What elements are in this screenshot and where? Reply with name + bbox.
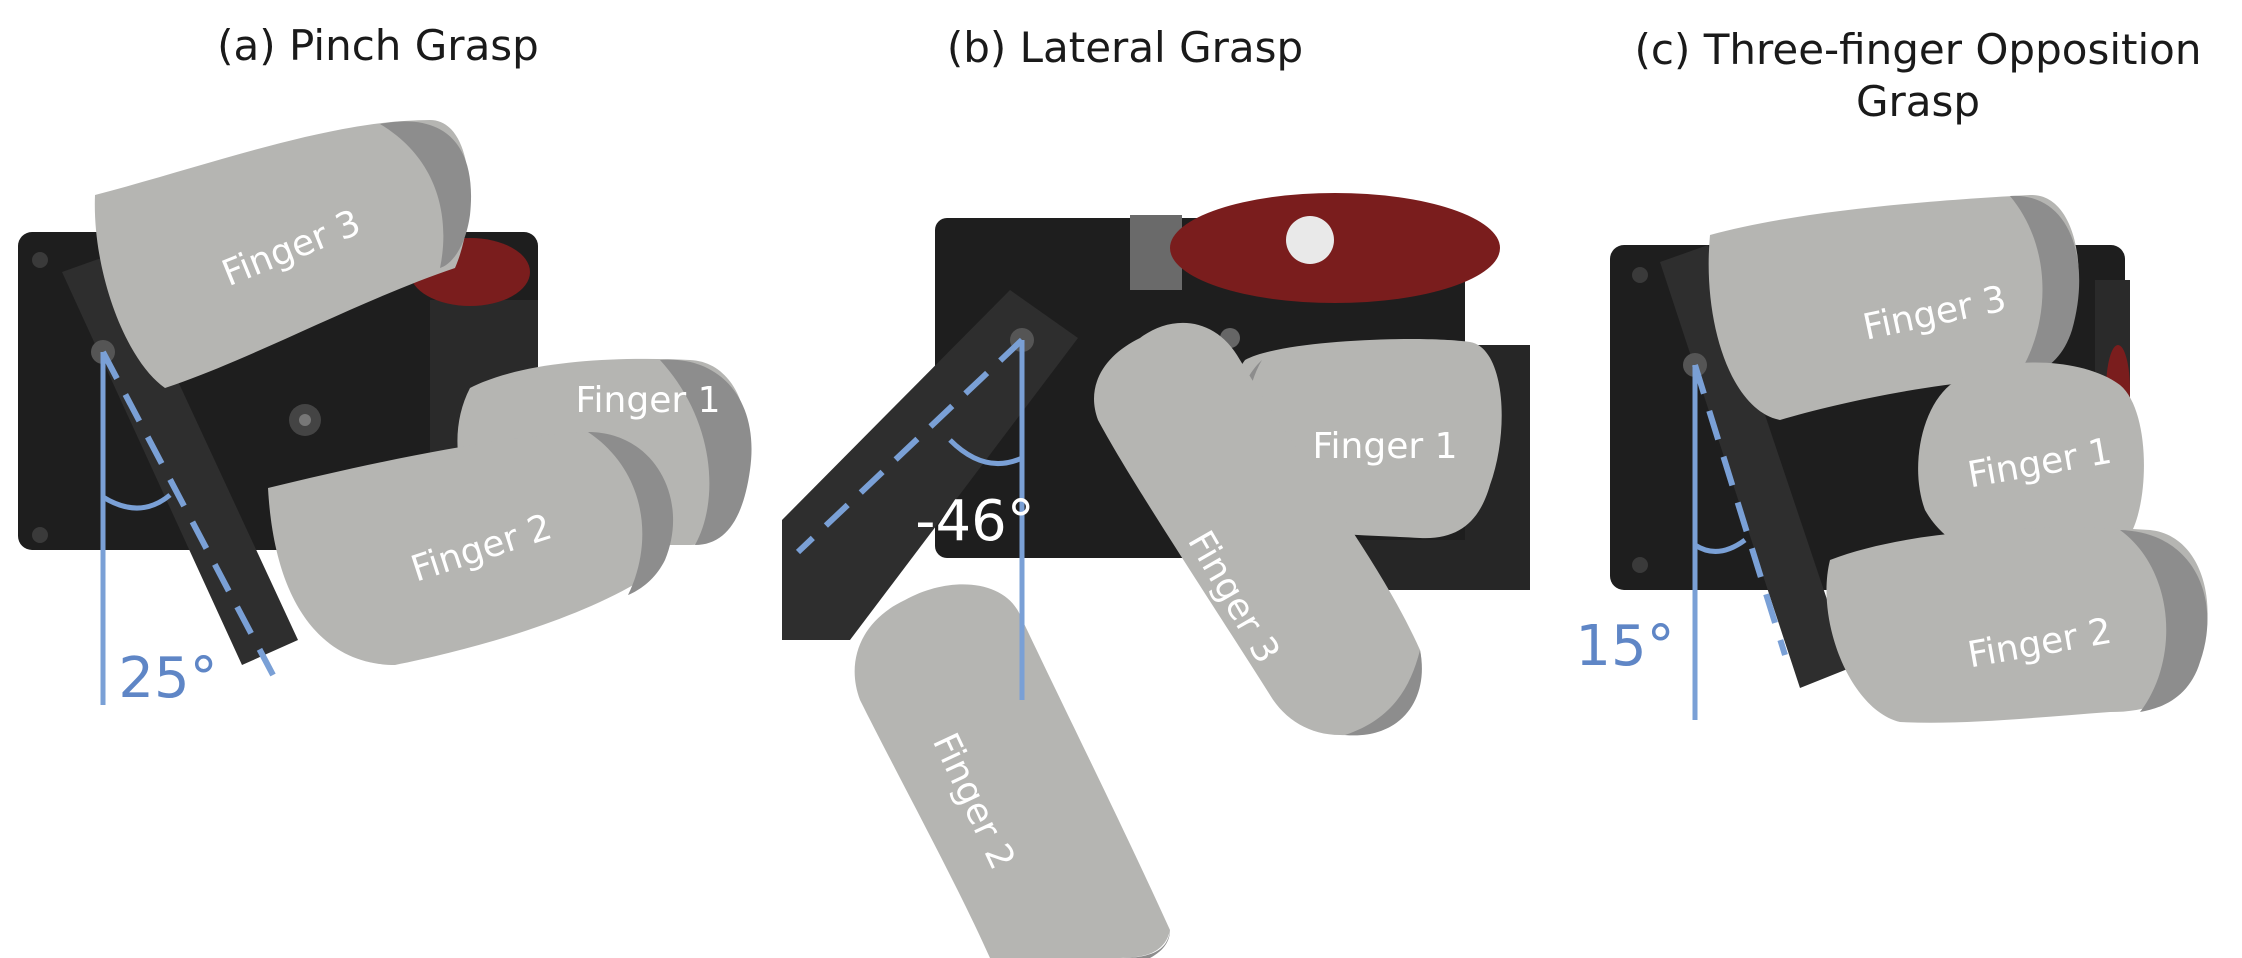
panel-a-finger-3: Finger 3: [94, 120, 472, 388]
panel-a-angle-indicator: 25°: [100, 350, 276, 711]
panel-c-finger-1: Finger 1: [1918, 362, 2144, 560]
panel-a-arm-link: [62, 252, 298, 665]
panel-c-angle-label: 15°: [1575, 614, 1674, 679]
panel-b-finger-2: Finger 2: [854, 584, 1170, 958]
panel-c-title-line-1: (c) Three-finger Opposition: [1635, 25, 2202, 74]
panel-b-angle-label: -46°: [915, 489, 1034, 554]
panel-a-title: (a) Pinch Grasp: [217, 21, 539, 70]
panel-a-finger-2: Finger 2: [268, 431, 674, 665]
panel-c-finger-3: Finger 3: [1708, 194, 2080, 420]
panel-c: (c) Three-finger Opposition Grasp Finger…: [1575, 25, 2208, 723]
panel-b-arm-link: [782, 290, 1078, 640]
panel-b-finger-1-label: Finger 1: [1312, 426, 1457, 467]
panel-c-title-line-2: Grasp: [1856, 77, 1980, 126]
panel-b-title: (b) Lateral Grasp: [947, 23, 1303, 72]
panel-c-angle-indicator: 15°: [1575, 364, 1788, 720]
panel-c-finger-2: Finger 2: [1826, 527, 2208, 723]
panel-a-angle-label: 25°: [118, 646, 217, 711]
panel-a: (a) Pinch Grasp Finger 3 Finger 1: [18, 21, 752, 711]
panel-a-finger-1-label: Finger 1: [575, 380, 720, 421]
panel-c-arm-link: [1660, 245, 1850, 688]
panel-b-angle-indicator: -46°: [795, 337, 1035, 700]
panel-b: (b) Lateral Grasp Finger 1 Finger 3: [782, 23, 1530, 958]
